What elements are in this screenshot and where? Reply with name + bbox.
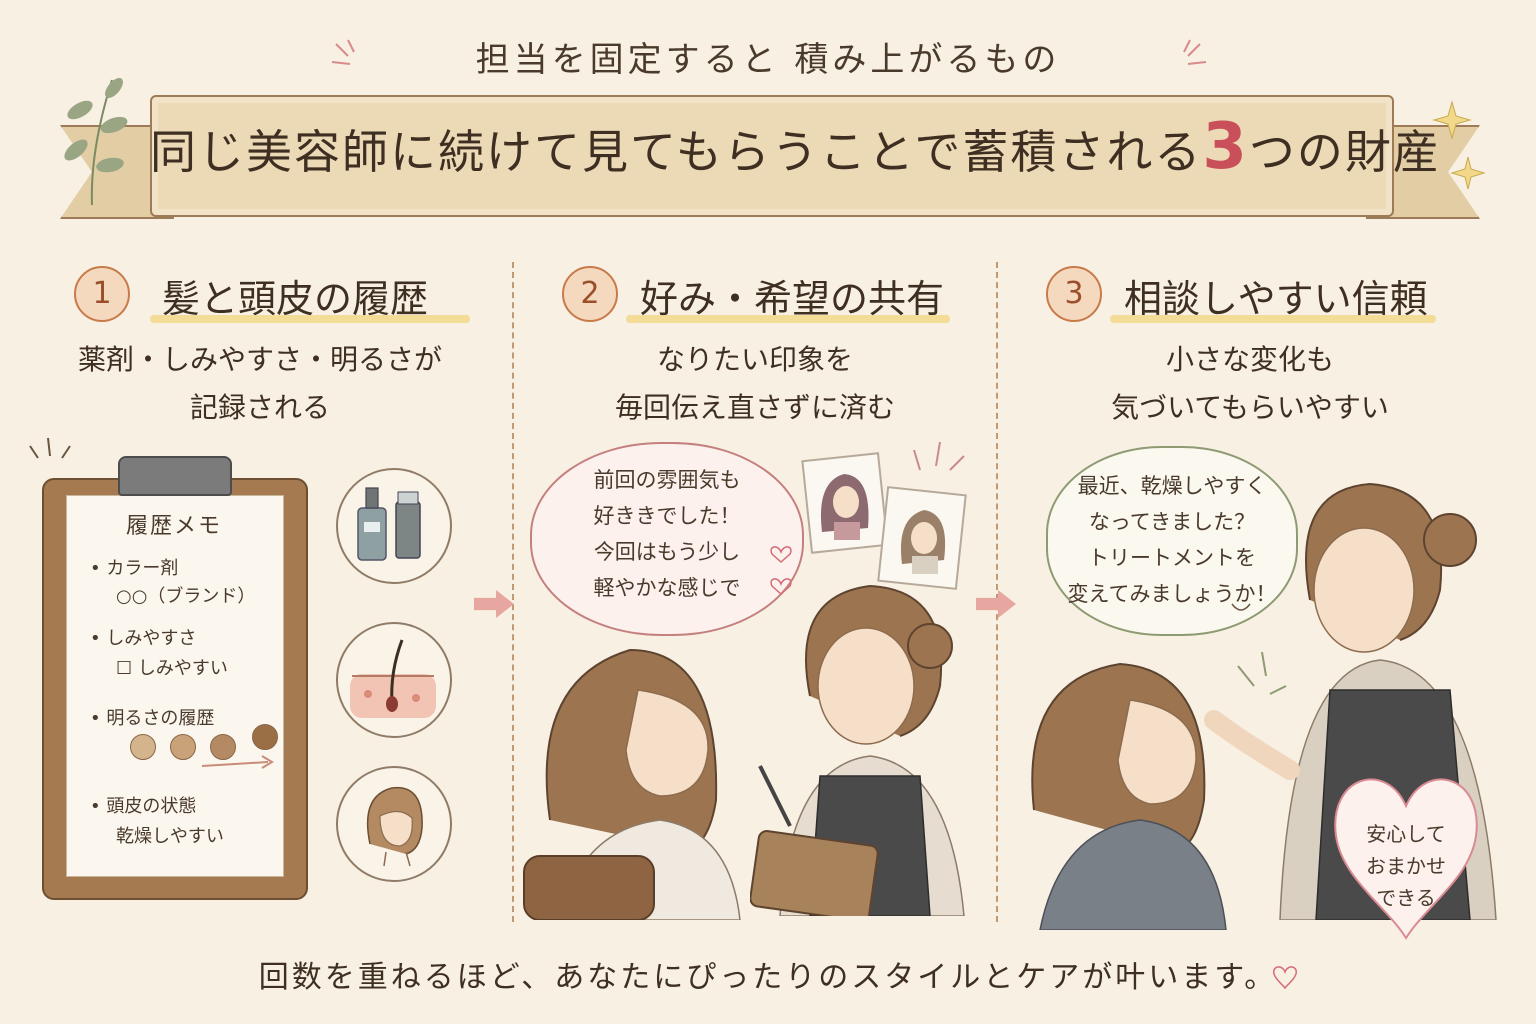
- column-1-number: 1: [74, 266, 130, 322]
- column-2-underline: [626, 315, 950, 323]
- heart-badge-line2: おまかせ: [1366, 854, 1446, 878]
- clipboard-clip: [118, 456, 232, 496]
- footer-message: 回数を重ねるほど、あなたにぴったりのスタイルとケアが叶います。: [258, 960, 1278, 995]
- stylist-speech-line4: 変えてみましょうか！: [1067, 582, 1277, 606]
- heart-badge-icon: [1334, 778, 1478, 940]
- column-2-desc-line2: 毎回伝え直さずに済む: [614, 391, 895, 424]
- customer-speech-line2: 好ききでした！: [593, 504, 741, 528]
- arrow-to-column-2: [474, 590, 514, 618]
- column-2-title: 好み・希望の共有: [640, 277, 945, 321]
- leaf-branch-icon: [64, 78, 128, 206]
- heart-badge-text: 安心して おまかせ できる: [1346, 818, 1466, 914]
- column-divider-1: [512, 262, 514, 922]
- emphasis-lines-icon-3: [1237, 651, 1287, 695]
- memo-item-color-sub: ○○（ブランド）: [116, 586, 256, 607]
- smile-icon: [1231, 603, 1251, 611]
- sparkle-lines-icon: [331, 39, 355, 65]
- subtitle: 担当を固定すると 積み上がるもの: [475, 40, 1061, 80]
- reference-woman-icon-2: [900, 510, 946, 574]
- customer-speech-bubble: 前回の雰囲気も 好ききでした！ 今回はもう少し 軽やかな感じで: [530, 442, 804, 636]
- stylist-speech-line3: トリートメントを: [1088, 546, 1256, 570]
- brightness-dot-1: [130, 734, 156, 760]
- stylist-speech-line2: なってきました？: [1088, 510, 1256, 534]
- column-2-number: 2: [562, 266, 618, 322]
- column-3-title: 相談しやすい信頼: [1124, 277, 1428, 321]
- customer-illustration: [523, 648, 741, 920]
- memo-paper: [66, 495, 284, 877]
- customer-speech-line4: 軽やかな感じで: [593, 576, 741, 600]
- column-3-desc-line1: 小さな変化も: [1165, 343, 1334, 376]
- products-bubble: [336, 468, 452, 584]
- memo-item-scalp-sub: 乾燥しやすい: [116, 826, 224, 847]
- title-banner: [150, 95, 1394, 217]
- column-3-number: 3: [1046, 266, 1102, 322]
- star-icon-small: [1450, 156, 1486, 190]
- sparkle-lines-icon-right: [1183, 39, 1207, 65]
- arrow-right-icon: [201, 755, 274, 769]
- star-icon: [1432, 100, 1472, 140]
- customer-speech-line3: 今回はもう少し: [593, 540, 741, 564]
- memo-item-scalp: • 頭皮の状態: [90, 796, 197, 817]
- stylist-speech-line1: 最近、乾燥しやすく: [1077, 474, 1267, 498]
- customer-speech-line1: 前回の雰囲気も: [593, 468, 741, 492]
- memo-item-sensitivity: • しみやすさ: [90, 628, 197, 649]
- emphasis-lines-icon-2: [913, 441, 965, 471]
- memo-title: 履歴メモ: [125, 514, 222, 539]
- column-2-desc: なりたい印象を 毎回伝え直さずに済む: [530, 336, 980, 432]
- page-title: 同じ美容師に続けて見てもらうことで蓄積される3つの財産: [150, 110, 1439, 184]
- heart-badge-line1: 安心して: [1366, 822, 1446, 846]
- heart-icon-footer: [1273, 966, 1297, 990]
- column-3-underline: [1110, 315, 1436, 323]
- reference-woman-icon-1: [820, 474, 869, 540]
- heart-badge-line3: できる: [1376, 886, 1436, 910]
- heart-icon-small: [770, 546, 792, 596]
- memo-item-brightness: • 明るさの履歴: [90, 708, 215, 729]
- column-1-desc: 薬剤・しみやすさ・明るさが 記録される: [40, 336, 480, 432]
- column-2-desc-line1: なりたい印象を: [656, 343, 853, 376]
- column-3-desc: 小さな変化も 気づいてもらいやすい: [1020, 336, 1480, 432]
- scalp-cross-section-icon: [350, 639, 436, 718]
- memo-item-sensitivity-sub: ☐ しみやすい: [116, 658, 228, 679]
- memo-item-color: • カラー剤: [90, 558, 179, 579]
- brightness-dot-2: [170, 734, 196, 760]
- hair-products-icon: [357, 487, 421, 561]
- title-number: 3: [1202, 110, 1249, 184]
- column-1-desc-line2: 記録される: [189, 391, 330, 424]
- column-1-title: 髪と頭皮の履歴: [162, 277, 429, 321]
- emphasis-lines-icon: [29, 437, 71, 459]
- stylist-illustration: [750, 584, 965, 916]
- column-3-desc-line2: 気づいてもらいやすい: [1111, 391, 1389, 424]
- brightness-dot-3: [210, 734, 236, 760]
- column-divider-2: [996, 262, 998, 922]
- brightness-dot-4: [252, 724, 278, 750]
- title-main: 同じ美容師に続けて見てもらうことで蓄積される: [150, 125, 1203, 179]
- stylist-speech-bubble: 最近、乾燥しやすく なってきました？ トリートメントを 変えてみましょうか！: [1046, 446, 1298, 636]
- title-end: つの財産: [1248, 125, 1441, 179]
- column-1-desc-line1: 薬剤・しみやすさ・明るさが: [77, 343, 442, 376]
- customer-illustration-2: [1031, 662, 1227, 930]
- woman-profile-icon: [366, 786, 423, 867]
- column-1-underline: [150, 315, 470, 323]
